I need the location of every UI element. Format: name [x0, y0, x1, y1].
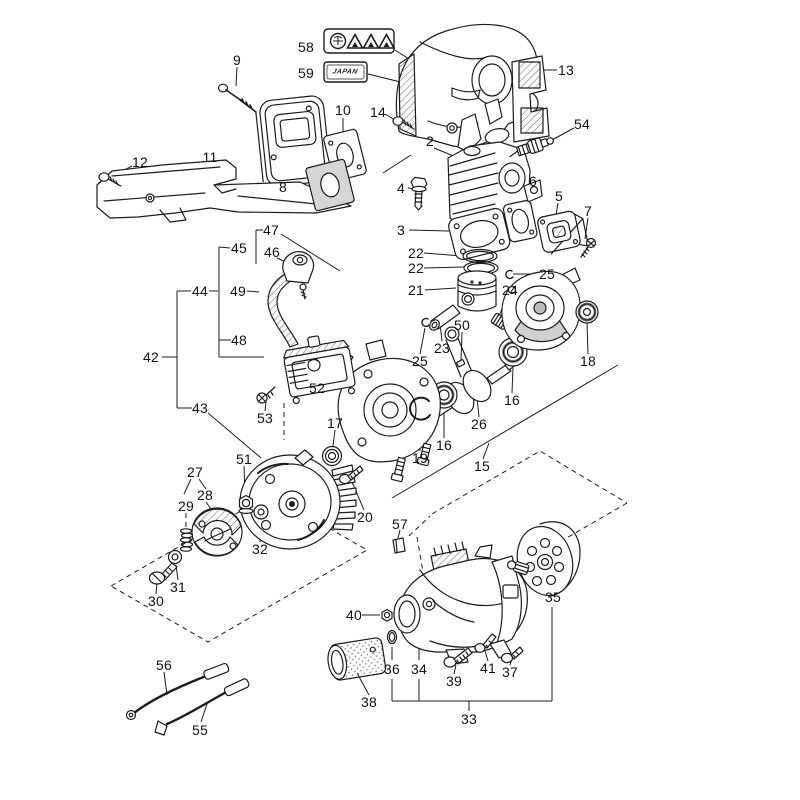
ignition-coil [283, 335, 356, 405]
stop-switch-wire [154, 678, 250, 736]
insulator-gasket [502, 200, 538, 243]
oil-seal [575, 300, 599, 324]
cover-screw [392, 116, 415, 130]
cap-screw [299, 283, 307, 300]
o-ring [386, 629, 398, 645]
intake-insulator [537, 210, 590, 255]
clutch-drum [507, 521, 581, 597]
ground-wire [125, 662, 230, 721]
collar-washer [321, 445, 343, 467]
crankcase-left-half [335, 339, 441, 483]
spark-plug [509, 137, 554, 158]
piston-pin [429, 304, 461, 331]
clutch-washer [167, 549, 183, 565]
guard-screw [98, 172, 122, 187]
bracket-screw [474, 633, 497, 653]
warning-triangle-icon [346, 32, 364, 49]
warning-sticker [323, 28, 396, 54]
warning-triangle-icon [377, 32, 396, 49]
cylinder-bolt [410, 176, 428, 211]
spark-plug-wire [267, 272, 299, 348]
clutch-bolt [148, 562, 178, 585]
crankcase-right-half [501, 267, 581, 351]
circlip [421, 269, 514, 328]
warning-triangle-icon [362, 32, 380, 49]
flywheel-washer [253, 504, 269, 520]
flywheel-nut [238, 494, 254, 515]
retaining-ring [409, 396, 431, 421]
insulator-screw [580, 237, 597, 258]
housing-screw [443, 647, 473, 668]
crankcase-screw [338, 465, 364, 485]
clip [392, 537, 406, 554]
clutch-spring [179, 528, 194, 552]
woodruff-key [456, 359, 466, 368]
assembly-dashed-boxes [110, 403, 628, 643]
cylinder-base-gasket [448, 207, 511, 261]
read-manual-icon [329, 32, 347, 50]
muffler-bolt [217, 83, 257, 113]
spark-plug-cap [282, 251, 315, 284]
origin-sticker [323, 61, 368, 83]
engine-top-cover [395, 23, 550, 153]
muffler-gasket-plate [305, 128, 367, 212]
clutch-shoes [191, 507, 243, 557]
coil-screw [256, 386, 276, 404]
cap-nut [307, 358, 321, 372]
clutch-housing [393, 541, 528, 665]
flange-nut [381, 608, 393, 622]
drum-screw [500, 646, 524, 664]
filter-tube [327, 637, 387, 681]
piston [457, 270, 497, 312]
ball-bearing [430, 381, 458, 409]
muffler-guard [96, 159, 352, 223]
flywheel [239, 449, 357, 550]
